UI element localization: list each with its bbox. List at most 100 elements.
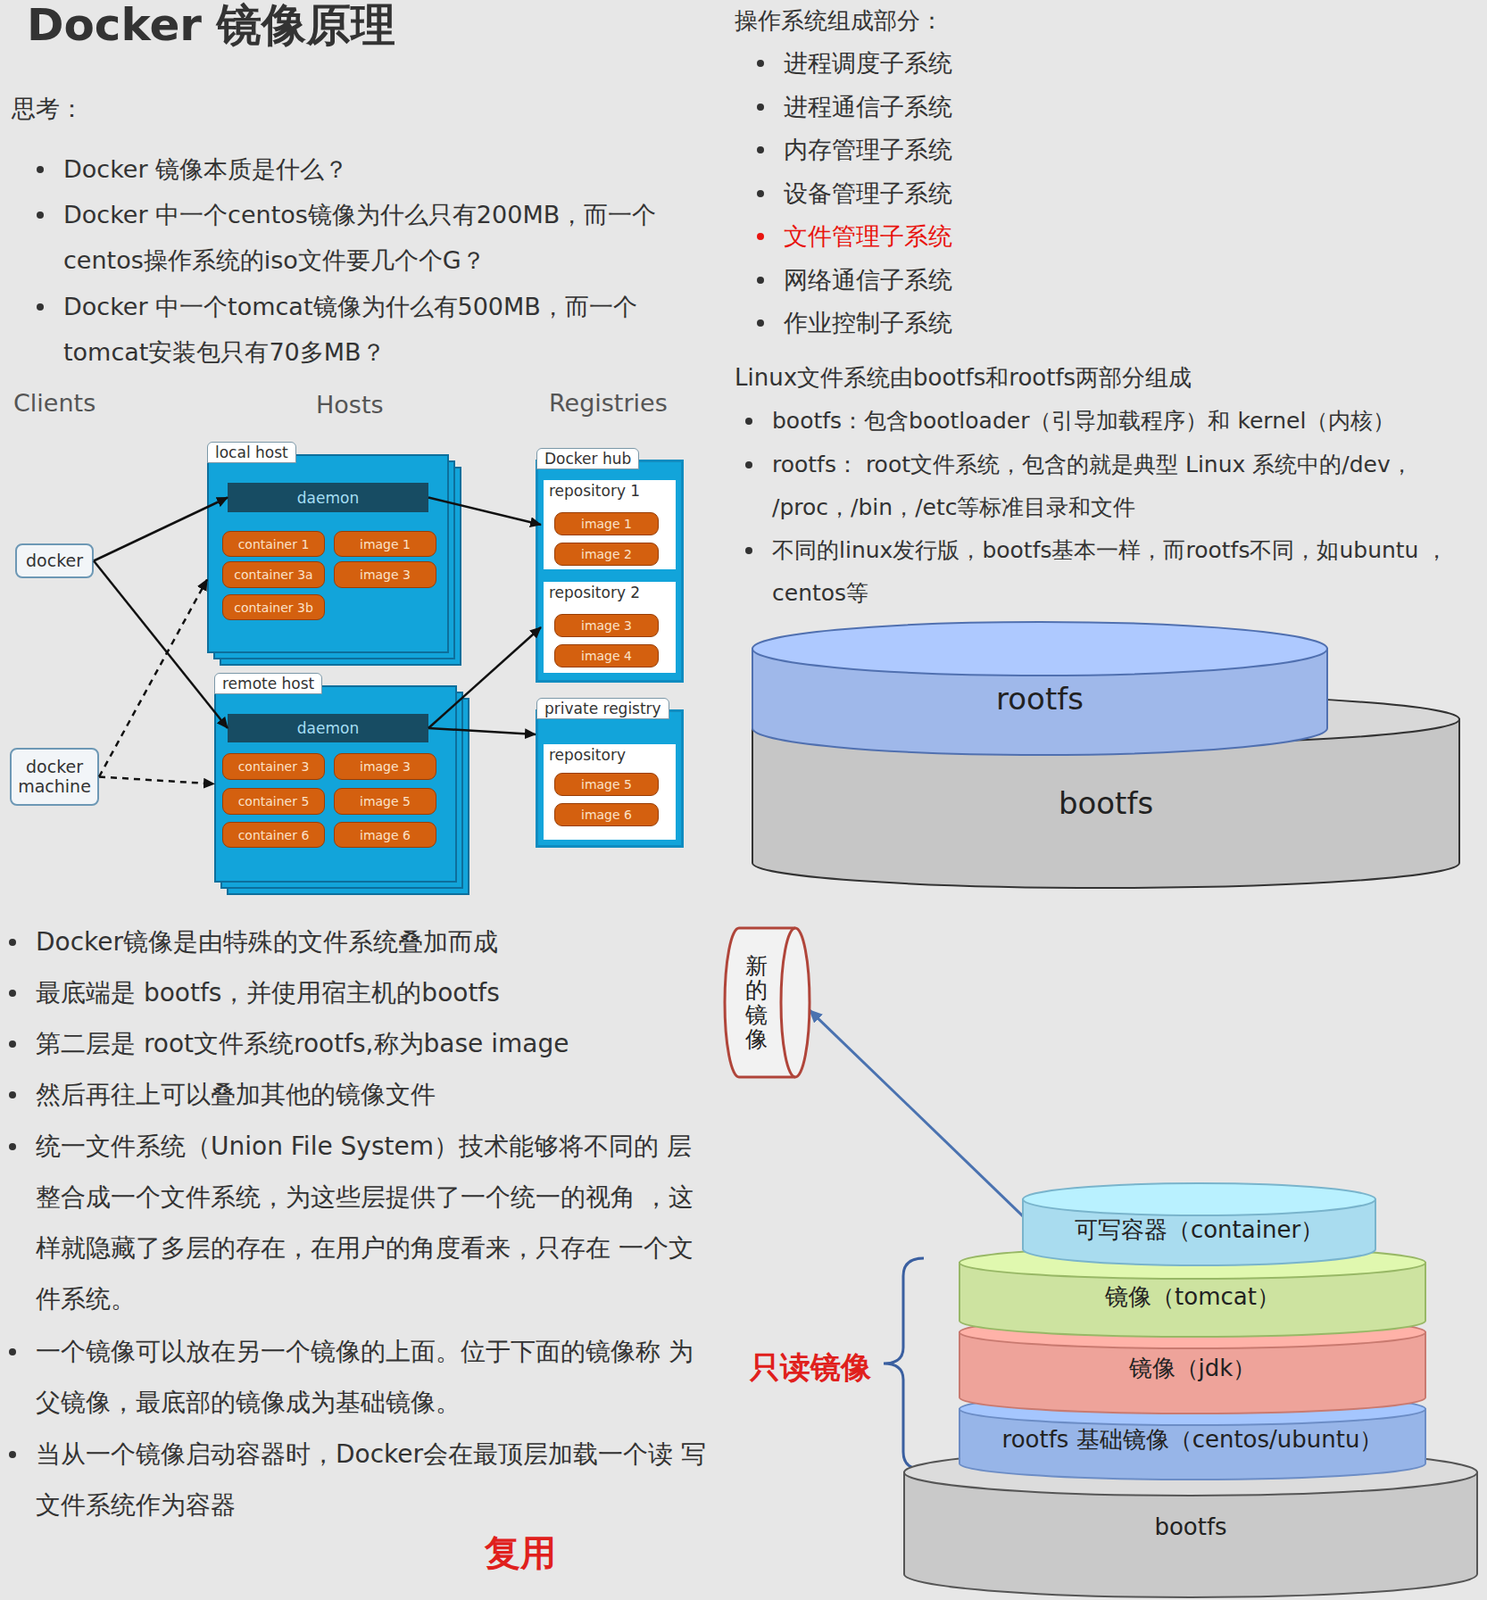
label-box: rootfs： root文件系统，包含的就是典型 Linux 系统中的/dev，…	[772, 443, 1482, 530]
layer-cylinder: 可写容器（container）	[1022, 1183, 1376, 1266]
node-text: repository 2	[548, 582, 671, 603]
node-text: container 3b	[233, 600, 314, 615]
cylinder-top	[959, 1316, 1426, 1349]
label-box: Docker 中一个centos镜像为什么只有200MB，而一个 centos操…	[63, 191, 707, 283]
node-text: container 3	[238, 759, 310, 774]
item-pill: image 1	[333, 531, 437, 557]
repository-box: repository 1 image 1 image 2	[540, 477, 679, 573]
bullet-text: bootfs：包含bootloader（引导加载程序）和 kernel（内核）	[772, 399, 1482, 443]
label-box: 一个镜像可以放在另一个镜像的上面。位于下面的镜像称 为父镜像，最底部的镜像成为基…	[35, 1326, 710, 1429]
bullet-text: Docker镜像是由特殊的文件系统叠加而成	[35, 916, 710, 968]
node-text: image 3	[581, 615, 632, 636]
node-text: image 6	[359, 828, 411, 843]
item-pill: image 4	[554, 644, 659, 668]
label-box: 进程调度子系统	[783, 47, 1141, 80]
node-text: 新的镜像	[745, 954, 768, 1053]
label-box: 网络通信子系统	[783, 264, 1141, 297]
label-box: Hosts	[315, 390, 495, 420]
note-text: Linux文件系统由bootfs和rootfs两部分组成	[734, 361, 1449, 394]
host-panel: local hostdaemoncontainer 1container 3ac…	[207, 454, 449, 654]
bullet-text: 进程调度子系统	[783, 47, 1141, 80]
label-box: 最底端是 bootfs，并使用宿主机的bootfs	[35, 967, 710, 1019]
cylinder-top	[959, 1246, 1426, 1280]
cylinder-body	[724, 928, 810, 1078]
label-box: Clients	[13, 389, 192, 418]
node-text: 可写容器（container）	[1074, 1214, 1324, 1247]
bullet-text: 设备管理子系统	[783, 177, 1141, 210]
item-pill: container 3a	[222, 561, 325, 589]
node-text: image 4	[581, 646, 632, 666]
node-text: repository	[548, 745, 671, 765]
label-box: 复用	[484, 1531, 610, 1575]
cylinder-top	[904, 1449, 1478, 1496]
cylinder-top	[752, 694, 1460, 745]
node-text: container 1	[238, 537, 310, 552]
image-cylinder: 新的镜像	[724, 926, 810, 1080]
node-text: container 6	[238, 828, 310, 843]
bullet-text: 然后再往上可以叠加其他的镜像文件	[35, 1069, 710, 1121]
label-box: 进程通信子系统	[783, 91, 1141, 124]
node-text: rootfs	[996, 681, 1084, 717]
panel-tab: private registry	[536, 697, 670, 720]
label-box: Linux文件系统由bootfs和rootfs两部分组成	[734, 361, 1449, 394]
label-box: 统一文件系统（Union File System）技术能够将不同的 层整合成一个…	[35, 1121, 710, 1325]
bullet-text: 最底端是 bootfs，并使用宿主机的bootfs	[35, 967, 710, 1019]
label-box: 不同的linux发行版，bootfs基本一样，而rootfs不同，如ubuntu…	[772, 529, 1482, 615]
label-box: 然后再往上可以叠加其他的镜像文件	[35, 1069, 710, 1121]
column-header: Clients	[13, 389, 192, 418]
panel-tab: Docker hub	[536, 448, 640, 470]
item-pill: image 3	[554, 614, 659, 638]
title-box: Docker 镜像原理	[26, 0, 396, 50]
item-pill: image 1	[554, 512, 659, 536]
node-text: bootfs	[1154, 1513, 1227, 1541]
connector-arrow	[93, 498, 228, 562]
bullet-text: 网络通信子系统	[783, 264, 1141, 297]
registry-panel: Docker hubrepository 1image 1image 2repo…	[535, 459, 684, 683]
item-pill: image 3	[333, 753, 437, 781]
node-text: repository 1	[548, 481, 671, 501]
bullet-text: Docker 镜像本质是什么？	[63, 146, 707, 192]
node-text: rootfs 基础镜像（centos/ubuntu）	[1002, 1424, 1384, 1456]
item-pill: container 3	[222, 753, 325, 781]
label-box: Docker 镜像本质是什么？	[63, 146, 707, 192]
node-text: bootfs	[1058, 785, 1154, 822]
bullet-text: 不同的linux发行版，bootfs基本一样，而rootfs不同，如ubuntu…	[772, 529, 1482, 615]
bullet-text: 作业控制子系统	[783, 307, 1141, 340]
label-box: 设备管理子系统	[783, 177, 1141, 210]
item-pill: container 5	[222, 788, 325, 815]
label-box: 文件管理子系统	[783, 220, 1141, 253]
node-text: daemon	[297, 489, 359, 507]
connector-arrow	[428, 728, 536, 735]
label-box: 内存管理子系统	[783, 133, 1141, 167]
item-pill: image 2	[554, 542, 659, 566]
client-box: docker	[15, 543, 94, 579]
connector-arrow	[428, 498, 541, 526]
node-text: image 5	[359, 794, 411, 809]
node-text: container 3a	[233, 567, 313, 582]
connector-arrow	[428, 627, 541, 729]
connector-arrow	[809, 1010, 1023, 1217]
node-text: 镜像（tomcat）	[1104, 1281, 1280, 1313]
bullet-text: 统一文件系统（Union File System）技术能够将不同的 层整合成一个…	[35, 1121, 710, 1325]
host-panel: remote hostdaemoncontainer 3container 5c…	[214, 685, 457, 883]
cylinder-end	[780, 928, 796, 1078]
panel-tab: local host	[207, 441, 297, 464]
bullet-text: Docker 中一个centos镜像为什么只有200MB，而一个 centos操…	[63, 191, 707, 283]
label-box: 思考：	[11, 92, 280, 125]
bullet-text: 一个镜像可以放在另一个镜像的上面。位于下面的镜像称 为父镜像，最底部的镜像成为基…	[35, 1326, 710, 1429]
node-text: image 2	[581, 544, 632, 565]
label-box: 第二层是 root文件系统rootfs,称为base image	[35, 1018, 710, 1070]
node-text: docker	[25, 551, 84, 572]
node-text: image 3	[359, 567, 411, 582]
cylinder-top	[959, 1393, 1426, 1426]
callout-label: 复用	[484, 1531, 610, 1575]
item-pill: container 1	[222, 531, 325, 557]
item-pill: image 3	[333, 561, 437, 589]
node-text: image 6	[581, 805, 632, 825]
label-box: bootfs：包含bootloader（引导加载程序）和 kernel（内核）	[772, 399, 1482, 443]
node-text: container 5	[238, 794, 310, 809]
item-pill: image 5	[333, 788, 437, 815]
node-text: image 1	[581, 514, 632, 534]
brace	[883, 1258, 924, 1471]
